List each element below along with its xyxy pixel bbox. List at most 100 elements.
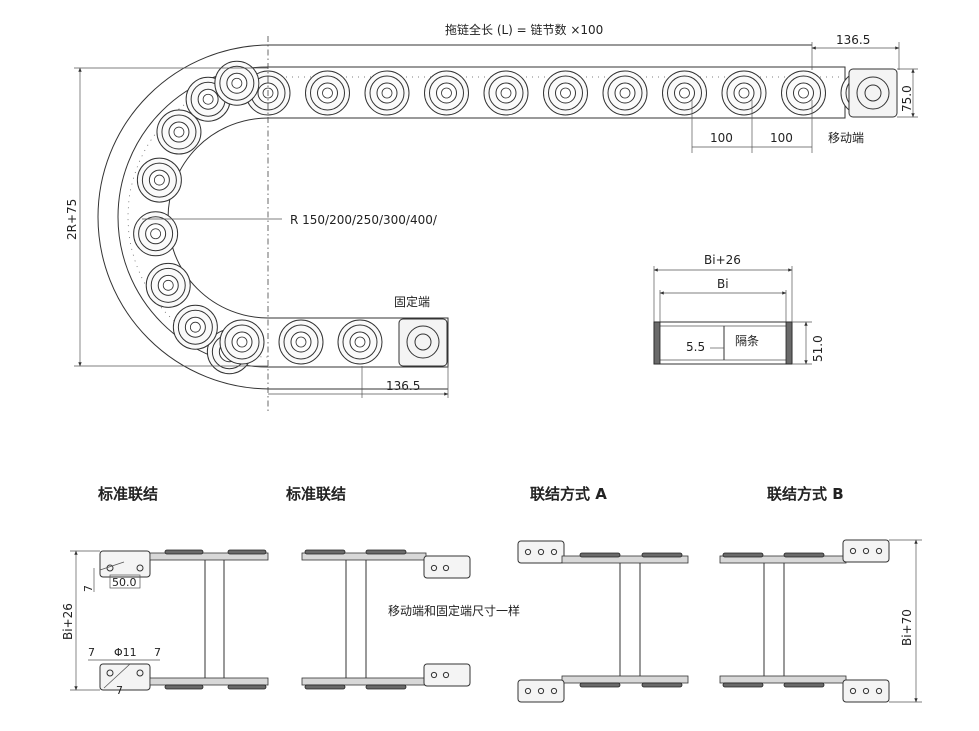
pitch-label-2: 100 [770, 131, 793, 145]
typeb-plate-bottom [842, 679, 890, 703]
std2-link-top-2 [365, 549, 407, 555]
std1-plate-bottom [99, 663, 151, 691]
cs-divider-label: 隔条 [735, 334, 759, 348]
bend-link-roller [136, 157, 182, 203]
heading-type-a: 联结方式 A [530, 485, 607, 503]
bend-link-roller [172, 304, 218, 350]
moving-end-eye [856, 76, 890, 110]
connection-type-b: Bi+70 [719, 539, 922, 703]
std1-rail-top [149, 552, 269, 561]
bend-link-roller [133, 211, 179, 257]
heading-standard-2: 标准联结 [285, 485, 346, 503]
typeb-link-top-1 [722, 552, 764, 558]
std1-link-bottom-1 [164, 684, 204, 690]
std1-link-bottom-2 [227, 684, 267, 690]
fixed-end-eye [406, 325, 440, 359]
typeb-link-bottom-2 [783, 682, 825, 688]
std1-plate-top [99, 550, 151, 578]
typea-hole-bottom-2 [537, 687, 545, 695]
height-label: 75.0 [900, 85, 914, 112]
std1-dim50-label: 50.0 [112, 576, 137, 589]
std1-dim7-label-c: 7 [154, 646, 161, 659]
cs-outer-width-label: Bi+26 [704, 253, 741, 267]
typea-hole-bottom-3 [550, 687, 558, 695]
typea-hole-top-2 [537, 548, 545, 556]
fixed-end-length-label: 136.5 [386, 379, 420, 393]
chain-side-view: 拖链全长 (L) = 链节数 ×100 136.5 75.0 100 100 移… [65, 22, 918, 412]
std2-link-bottom-2 [365, 684, 407, 690]
std2-hole-top-1 [430, 564, 438, 572]
bend-link-roller [214, 60, 260, 106]
upper-link-roller [424, 70, 469, 116]
std1-hole-top-2 [136, 564, 144, 572]
typeb-plate-top [842, 539, 890, 563]
std2-plate-top [423, 555, 471, 579]
typea-rail-bottom [561, 675, 689, 684]
typeb-hole-bottom-1 [849, 687, 857, 695]
moving-end-bracket [848, 68, 898, 118]
cross-section: Bi+26 Bi 5.5 隔条 51.0 [653, 253, 825, 365]
bend-links [133, 60, 260, 375]
std2-note: 移动端和固定端尺寸一样 [388, 603, 520, 618]
typea-hole-top-3 [550, 548, 558, 556]
typeb-hole-top-1 [849, 547, 857, 555]
typea-plate-top [517, 540, 565, 564]
upper-links [245, 70, 886, 116]
cs-side-plate-left [653, 321, 661, 365]
typeb-hole-bottom-3 [875, 687, 883, 695]
fixed-end-eye-inner [414, 333, 432, 351]
std2-hole-bottom-2 [442, 671, 450, 679]
typea-link-bottom-2 [641, 682, 683, 688]
chain-lower-body [268, 317, 449, 368]
typea-hole-top-1 [524, 548, 532, 556]
typea-plate-bottom [517, 679, 565, 703]
cs-inner-width-label: Bi [717, 277, 729, 291]
chain-outer-envelope [97, 44, 812, 390]
moving-end-label: 移动端 [828, 131, 864, 145]
std2-plate-bottom [423, 663, 471, 687]
std1-dim7-label-d: 7 [116, 684, 123, 697]
lower-link-roller [278, 319, 324, 365]
typeb-bi70-label: Bi+70 [900, 609, 914, 646]
std1-hole-bottom-2 [136, 669, 144, 677]
upper-link-roller [483, 70, 529, 116]
upper-link-roller [602, 70, 648, 116]
upper-link-roller [364, 70, 410, 116]
lower-link-roller [219, 319, 265, 365]
heading-type-b: 联结方式 B [767, 485, 844, 503]
typea-link-top-2 [641, 552, 683, 558]
std2-link-bottom-1 [304, 684, 346, 690]
std2-hole-bottom-1 [430, 671, 438, 679]
std1-phi-label: Φ11 [114, 646, 137, 659]
upper-link-roller [305, 70, 350, 116]
typea-hole-bottom-1 [524, 687, 532, 695]
cs-offset-label: 5.5 [686, 340, 705, 354]
typea-rail-top [561, 555, 689, 564]
typea-link-top-1 [579, 552, 621, 558]
lower-link-roller [337, 319, 383, 365]
upper-link-roller [662, 70, 707, 116]
heading-standard-1: 标准联结 [97, 485, 158, 503]
cs-side-plate-right [785, 321, 793, 365]
total-length-label: 拖链全长 (L) = 链节数 ×100 [445, 22, 603, 37]
lower-links [219, 319, 383, 365]
std2-rail-bottom [301, 677, 427, 686]
std2-link-top-1 [304, 549, 346, 555]
bend-link-roller [156, 109, 202, 155]
typeb-hole-top-3 [875, 547, 883, 555]
std1-dim50-leader [99, 561, 125, 571]
moving-end-eye-inner [864, 84, 882, 102]
cs-height-label: 51.0 [811, 335, 825, 362]
typeb-rail-bottom [719, 675, 847, 684]
std1-link-top-2 [227, 549, 267, 555]
typeb-link-bottom-1 [722, 682, 764, 688]
moving-end-length-label: 136.5 [836, 33, 870, 47]
upper-link-roller [721, 70, 767, 116]
std1-dim7-label-b: 7 [88, 646, 95, 659]
std1-dim50-box [109, 574, 141, 589]
outer-height-label: 2R+75 [65, 199, 79, 240]
radius-label: R 150/200/250/300/400/ [290, 213, 438, 227]
std1-link-top-1 [164, 549, 204, 555]
bend-link-roller [145, 262, 191, 308]
